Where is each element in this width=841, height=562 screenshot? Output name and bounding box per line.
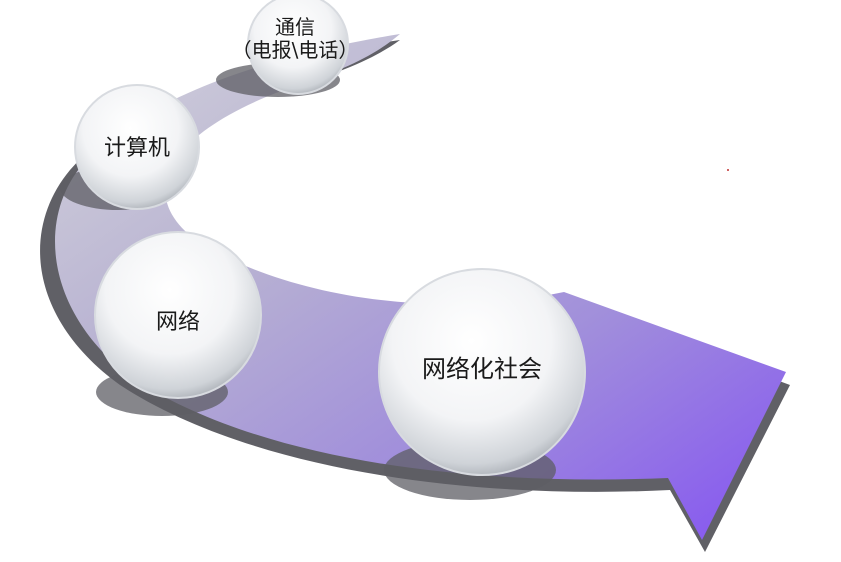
arrow-body (55, 34, 786, 540)
telecom-bubble (247, 0, 349, 95)
society-bubble (378, 268, 586, 476)
telecom-label-line2: （电报\电话） (231, 38, 359, 62)
computer-label: 计算机 (103, 136, 170, 161)
telecom-label-line1: 通信 (275, 15, 315, 39)
speck (727, 169, 729, 171)
computer-bubble (74, 84, 200, 210)
telecom-label: 通信 （电报\电话） (215, 16, 375, 62)
network-label: 网络 (155, 310, 200, 335)
network-bubble (94, 231, 262, 399)
networked-society-label: 网络化社会 (422, 355, 542, 383)
